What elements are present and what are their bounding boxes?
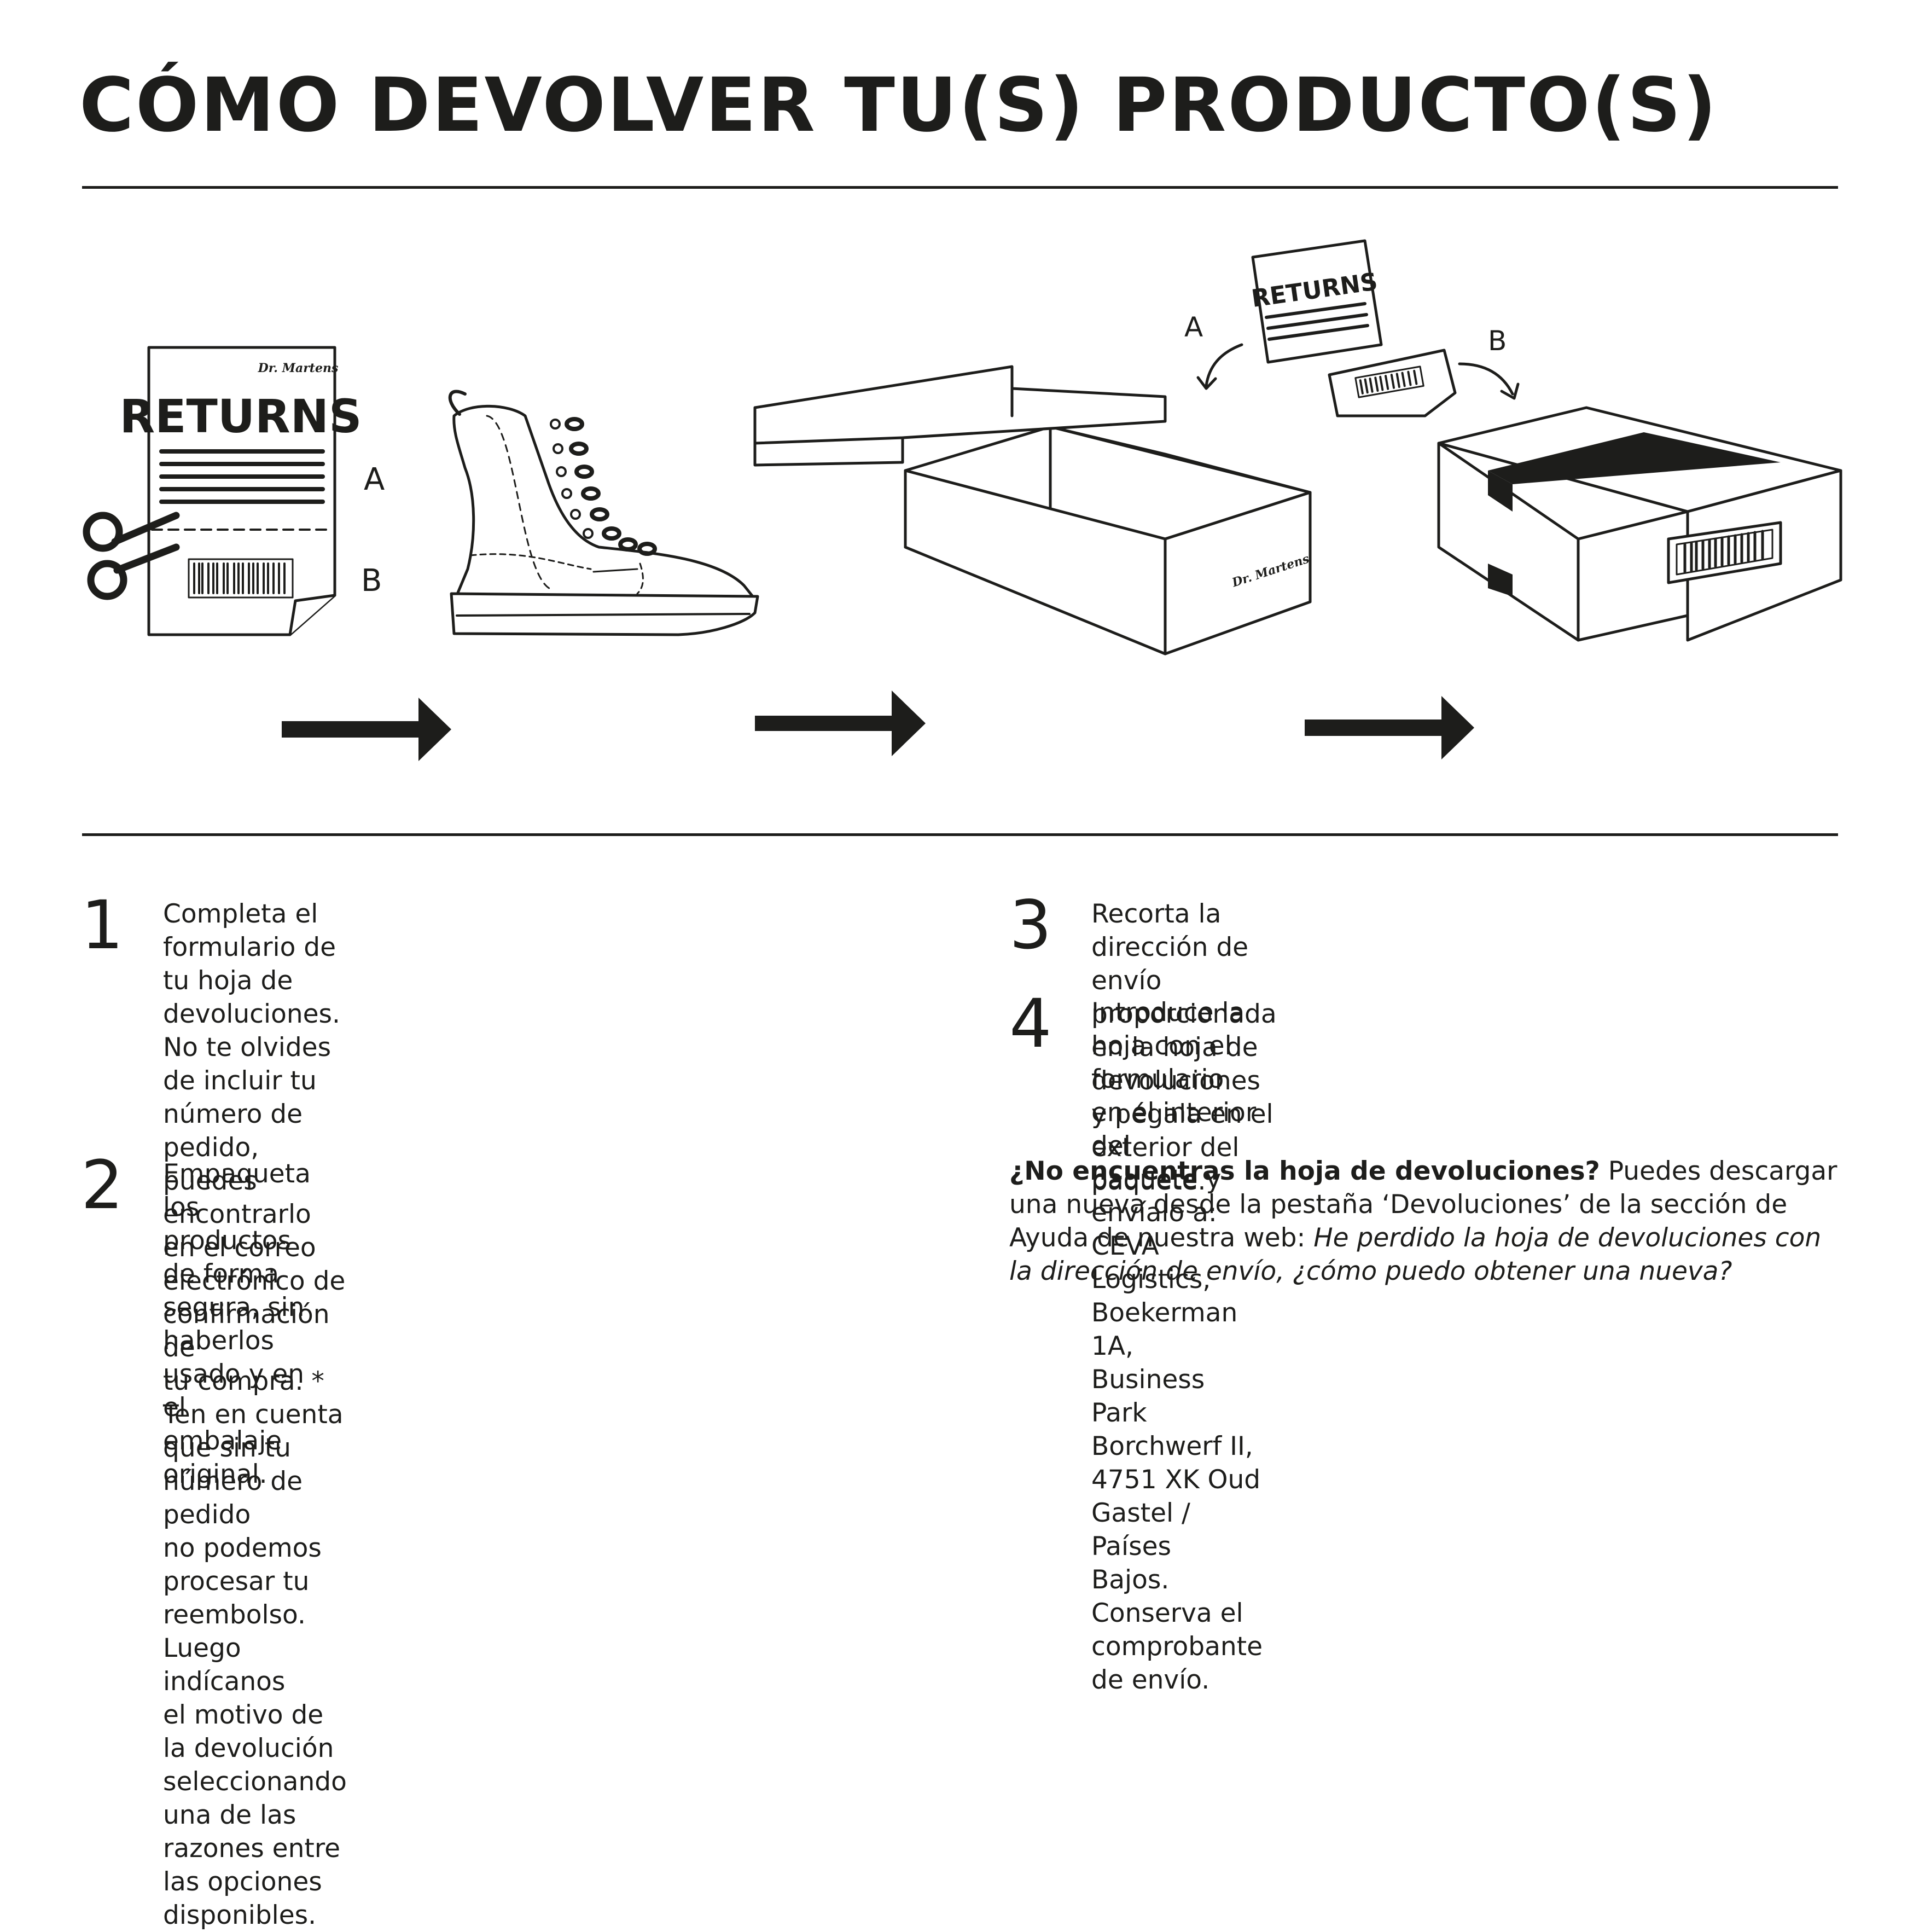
step-text: Recorta la dirección de envío proporcion… xyxy=(1091,899,1277,1196)
help-question: ¿No encuentras la hoja de devoluciones? xyxy=(1009,1156,1600,1186)
curved-arrow-b-icon xyxy=(1458,362,1514,396)
help-faq-link[interactable]: He perdido la hoja de devoluciones con l… xyxy=(1009,1223,1822,1286)
returns-sheet-small-icon xyxy=(1251,239,1383,364)
open-shoe-box-icon xyxy=(753,365,1312,655)
step-text: Introduce la hoja con el formulario en e… xyxy=(1091,997,1263,1695)
step-number: 2 xyxy=(81,1146,124,1224)
top-divider xyxy=(82,186,1838,189)
arrow-right-icon xyxy=(1305,696,1474,759)
step-text: Empaqueta los productos de forma segura,… xyxy=(163,1159,311,1489)
brand-logo: Dr. Martens xyxy=(258,361,339,375)
help-text: Puedes descargar una nueva desde la pest… xyxy=(1009,1156,1837,1253)
step-number: 1 xyxy=(81,886,124,964)
closed-parcel-icon xyxy=(1437,406,1842,642)
scissors-icon xyxy=(83,512,180,600)
middle-divider xyxy=(82,833,1838,836)
returns-sheet-icon xyxy=(147,346,336,636)
boot-icon xyxy=(448,390,759,636)
label-b-sheet: B xyxy=(361,563,382,599)
label-a-sheet: A xyxy=(364,462,385,497)
return-steps-illustration: RETURNS Dr. Martens A B xyxy=(83,239,1842,761)
label-b-arrow: B xyxy=(1488,325,1507,357)
step-number: 3 xyxy=(1009,886,1052,964)
page-title: CÓMO DEVOLVER TU(S) PRODUCTO(S) xyxy=(79,62,1718,149)
label-a-arrow: A xyxy=(1184,311,1203,343)
arrow-right-icon xyxy=(282,698,451,761)
help-note: ¿No encuentras la hoja de devoluciones? … xyxy=(1009,1154,1846,1288)
arrow-right-icon xyxy=(755,691,926,756)
returns-sheet-heading: RETURNS xyxy=(119,390,362,443)
address-label-icon xyxy=(1328,349,1457,417)
step-number: 4 xyxy=(1009,985,1052,1063)
curved-arrow-a-icon xyxy=(1205,343,1243,387)
